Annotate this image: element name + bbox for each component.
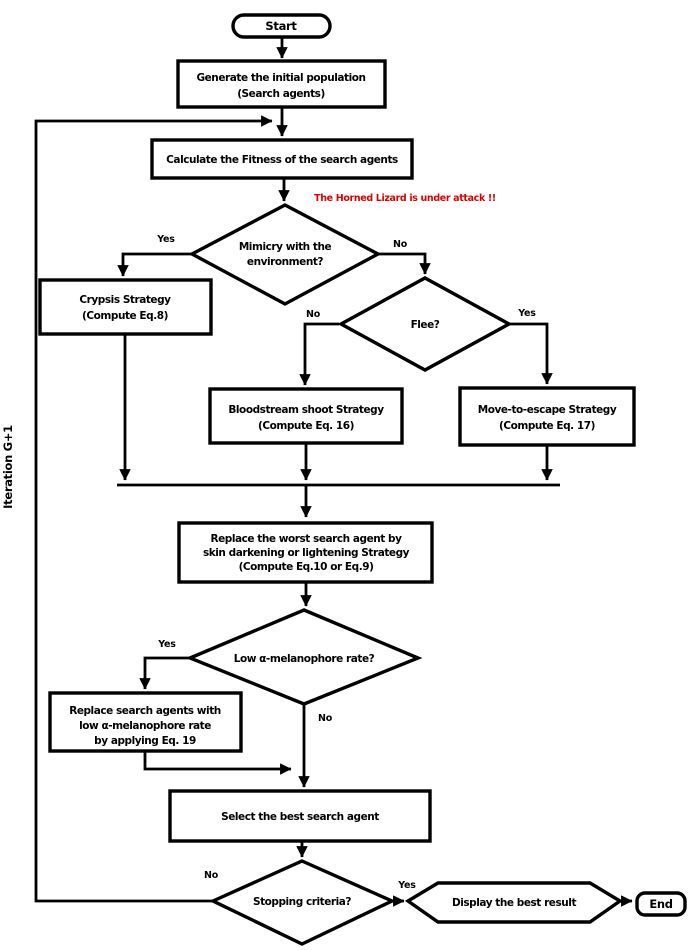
replace-low-melanophore-box xyxy=(48,691,243,753)
select-best-label: Select the best search agent xyxy=(221,811,379,823)
crypsis-line1: Crypsis Strategy xyxy=(79,294,171,306)
edge-flee-no-to-bloodstream xyxy=(299,322,339,386)
melanophore-decision xyxy=(185,608,423,706)
generate-population-line2: (Search agents) xyxy=(237,88,325,100)
end-terminal xyxy=(635,891,687,917)
flee-decision xyxy=(337,276,513,372)
move-escape-line2: (Compute Eq. 17) xyxy=(499,420,595,432)
bloodstream-line2: (Compute Eq. 16) xyxy=(258,420,354,432)
display-result-hexagon xyxy=(404,881,624,924)
mimicry-line2: environment? xyxy=(247,256,324,268)
bloodstream-strategy-box xyxy=(208,387,404,445)
stopping-yes-label: Yes xyxy=(397,880,416,891)
replace-worst-box xyxy=(177,521,434,584)
crypsis-strategy-box xyxy=(38,278,213,336)
mimicry-line1: Mimicry with the xyxy=(239,241,332,253)
replace-worst-line2: skin darkening or lightening Strategy xyxy=(203,547,410,559)
edge-melanophore-yes-to-replace-low xyxy=(139,656,190,690)
edge-mimicry-yes-to-crypsis xyxy=(117,252,192,277)
flee-no-label: No xyxy=(306,309,321,320)
replace-worst-line3: (Compute Eq.10 or Eq.9) xyxy=(239,561,374,573)
replace-worst-line1: Replace the worst search agent by xyxy=(210,533,402,545)
melanophore-yes-label: Yes xyxy=(157,639,176,650)
mimicry-decision xyxy=(188,203,382,306)
generate-population-line1: Generate the initial population xyxy=(196,72,365,84)
melanophore-no-label: No xyxy=(318,713,333,724)
mimicry-no-label: No xyxy=(393,239,408,250)
crypsis-line2: (Compute Eq.8) xyxy=(82,310,168,322)
bloodstream-line1: Bloodstream shoot Strategy xyxy=(228,404,384,416)
mimicry-yes-label: Yes xyxy=(156,234,175,245)
replace-low-line1: Replace search agents with xyxy=(69,705,221,717)
generate-population-box xyxy=(176,59,387,109)
edge-flee-yes-to-move xyxy=(509,322,553,385)
move-escape-strategy-box xyxy=(458,386,636,447)
iteration-axis-label: Iteration G+1 xyxy=(1,425,15,509)
calculate-fitness-label: Calculate the Fitness of the search agen… xyxy=(166,154,398,166)
under-attack-alert: The Horned Lizard is under attack !! xyxy=(314,193,496,204)
stopping-criteria-decision xyxy=(208,859,397,946)
start-terminal xyxy=(231,13,332,39)
flee-label: Flee? xyxy=(411,319,440,331)
end-label: End xyxy=(649,897,672,911)
move-escape-line1: Move-to-escape Strategy xyxy=(478,404,617,416)
flee-yes-label: Yes xyxy=(517,308,536,319)
edge-iteration-loop xyxy=(34,115,273,903)
start-label: Start xyxy=(265,19,297,33)
edge-mimicry-no-to-flee xyxy=(378,252,431,275)
stopping-criteria-label: Stopping criteria? xyxy=(253,896,351,908)
replace-low-line3: by applying Eq. 19 xyxy=(94,735,196,747)
stopping-no-label: No xyxy=(204,870,219,881)
select-best-box xyxy=(168,789,432,843)
calculate-fitness-box xyxy=(150,138,414,180)
display-result-label: Display the best result xyxy=(452,897,576,909)
edge-replace-low-to-no-line xyxy=(143,751,292,775)
melanophore-label: Low α-melanophore rate? xyxy=(234,653,375,665)
replace-low-line2: low α-melanophore rate xyxy=(79,720,211,732)
